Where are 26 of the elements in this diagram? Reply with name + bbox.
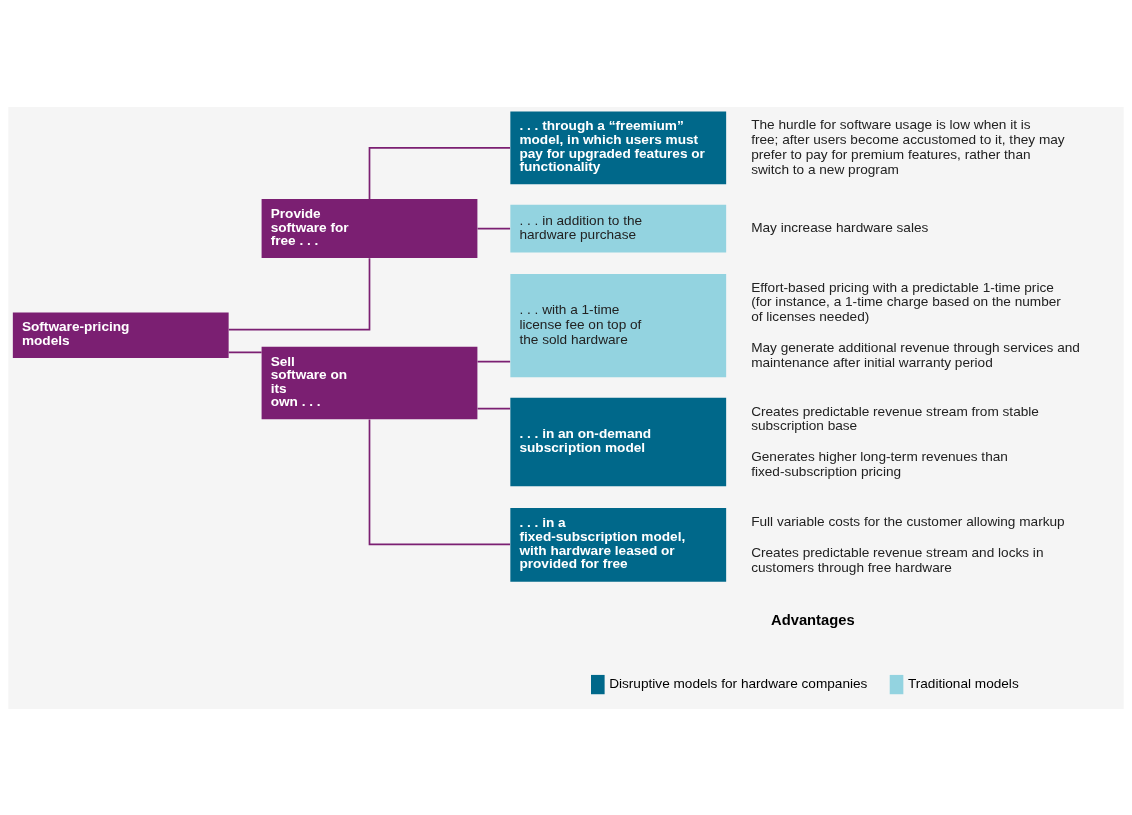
connector: [476, 227, 511, 229]
connector: [227, 256, 371, 330]
connector: [476, 407, 511, 409]
connector: [368, 418, 511, 545]
node-box: . . . in an on-demand subscription model: [510, 397, 727, 486]
node-label: May generate additional revenue through services and maintenance after initial warranty period: [751, 339, 1080, 370]
node-box: . . . through a “freemium” model, in which users must pay for upgraded features or functionality: [510, 111, 727, 184]
node-box: Software-pricing models: [12, 312, 229, 358]
node-label: Creates predictable revenue stream and locks in customers through free hardware: [751, 544, 1044, 575]
label: Advantages: [771, 611, 855, 628]
node-label: The hurdle for software usage is low when it is free; after users become accustomed to it, they may prefer to pay for premium features, rather than switch to a new program: [751, 116, 1065, 177]
node-box: Provide software for free . . .: [261, 198, 478, 258]
node-label: Creates predictable revenue stream from stable subscription base: [751, 403, 1039, 433]
node-label: Effort-based pricing with a predictable 1-time price (for instance, a 1-time charge based on the number of licenses needed): [751, 279, 1061, 324]
legend-label: Disruptive models for hardware companies: [609, 675, 868, 691]
node-box: . . . with a 1-time license fee on top of the sold hardware: [510, 273, 727, 377]
legend-label: Traditional models: [907, 675, 1019, 691]
node-box: . . . in addition to the hardware purchase: [510, 204, 727, 252]
node-box: Sell software on its own . . .: [261, 346, 478, 419]
node-label: Full variable costs for the customer allowing markup: [751, 513, 1065, 529]
node-label: May increase hardware sales: [751, 219, 929, 235]
connector: [227, 351, 263, 353]
connector: [368, 146, 511, 200]
connector: [476, 360, 511, 363]
node-label: Generates higher long-term revenues than fixed-subscription pricing: [751, 448, 1008, 479]
node-box: . . . in a fixed-subscription model, with hardware leased or provided for free: [510, 507, 727, 582]
